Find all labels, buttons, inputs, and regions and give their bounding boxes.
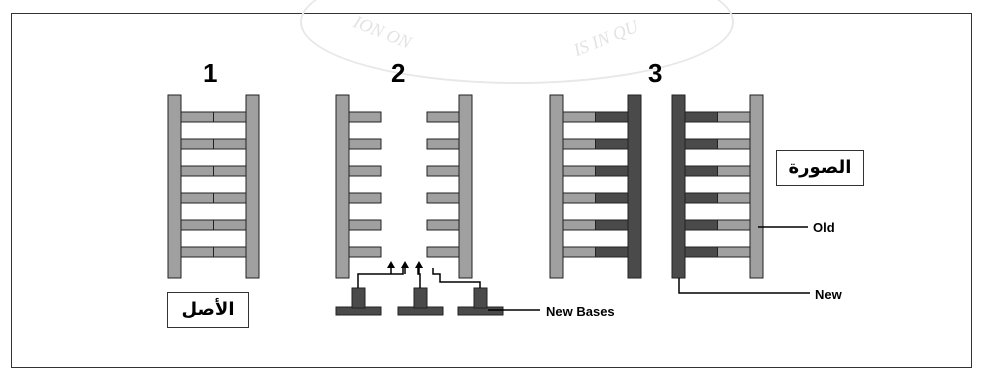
ladder-2-base-left-4 bbox=[348, 192, 382, 204]
ladder-3a-base-right-3 bbox=[595, 165, 629, 177]
ladder-3b-base-left-5 bbox=[684, 219, 718, 231]
ladder-3b-base-right-6 bbox=[717, 246, 751, 258]
ladder-1-base-right-1 bbox=[213, 111, 247, 123]
ladder-1-base-right-4 bbox=[213, 192, 247, 204]
ladder-2-base-right-6 bbox=[426, 246, 460, 258]
ladder-3b-base-right-2 bbox=[717, 138, 751, 150]
ladder-3b-base-right-3 bbox=[717, 165, 751, 177]
ladder-3b-base-right-1 bbox=[717, 111, 751, 123]
ladder-3b-base-left-1 bbox=[684, 111, 718, 123]
ladder-1-base-left-4 bbox=[180, 192, 214, 204]
arrow-head-1 bbox=[387, 261, 395, 268]
ladder-1-base-left-5 bbox=[180, 219, 214, 231]
ladder-1-base-left-2 bbox=[180, 138, 214, 150]
ladder-2-base-right-3 bbox=[426, 165, 460, 177]
label-new: New bbox=[815, 287, 842, 302]
ladder-2-base-left-5 bbox=[348, 219, 382, 231]
step-number-1: 1 bbox=[203, 58, 218, 88]
ladder-3a-base-left-6 bbox=[562, 246, 596, 258]
ladder-3b-base-left-4 bbox=[684, 192, 718, 204]
ladder-2-base-right-2 bbox=[426, 138, 460, 150]
ladder-3a-base-right-4 bbox=[595, 192, 629, 204]
step-number-2: 2 bbox=[391, 58, 406, 88]
ladder-3a-base-right-1 bbox=[595, 111, 629, 123]
ladder-3a-base-left-1 bbox=[562, 111, 596, 123]
ladder-3a-base-left-5 bbox=[562, 219, 596, 231]
ladder-3b-base-left-2 bbox=[684, 138, 718, 150]
ladder-1-base-right-2 bbox=[213, 138, 247, 150]
ladder-3b-right-strand bbox=[749, 94, 764, 279]
ladder-2-base-left-3 bbox=[348, 165, 382, 177]
pointer-new bbox=[678, 278, 810, 294]
new-base-stem-3 bbox=[473, 287, 488, 309]
ladder-2-base-left-2 bbox=[348, 138, 382, 150]
label-old: Old bbox=[813, 220, 835, 235]
ladder-3b-base-right-4 bbox=[717, 192, 751, 204]
ladder-2-base-right-4 bbox=[426, 192, 460, 204]
ladder-3a-base-right-2 bbox=[595, 138, 629, 150]
ladder-2-right-strand bbox=[458, 94, 473, 279]
step-number-3: 3 bbox=[648, 58, 663, 88]
label-original: الأصل bbox=[167, 292, 249, 328]
ladder-3b-left-strand bbox=[671, 94, 686, 279]
ladder-2-base-right-1 bbox=[426, 111, 460, 123]
ladder-1-base-right-3 bbox=[213, 165, 247, 177]
connector-line-3 bbox=[432, 268, 481, 288]
ladder-3a-base-right-6 bbox=[595, 246, 629, 258]
ladder-2-left-strand bbox=[335, 94, 350, 279]
arrow-head-2 bbox=[401, 261, 409, 268]
new-base-stem-2 bbox=[413, 287, 428, 309]
ladder-3b-base-right-5 bbox=[717, 219, 751, 231]
ladder-1-base-right-5 bbox=[213, 219, 247, 231]
label-copy: الصورة bbox=[776, 150, 864, 186]
ladder-3b-base-left-6 bbox=[684, 246, 718, 258]
ladder-3b-base-left-3 bbox=[684, 165, 718, 177]
ladder-2-base-right-5 bbox=[426, 219, 460, 231]
ladder-3a-base-left-4 bbox=[562, 192, 596, 204]
ladder-1-base-right-6 bbox=[213, 246, 247, 258]
ladder-2-base-left-6 bbox=[348, 246, 382, 258]
ladder-3a-base-left-2 bbox=[562, 138, 596, 150]
ladder-1-base-left-6 bbox=[180, 246, 214, 258]
ladder-3a-right-strand bbox=[627, 94, 642, 279]
ladder-3a-left-strand bbox=[549, 94, 564, 279]
new-base-stem-1 bbox=[351, 287, 366, 309]
arrow-head-3 bbox=[415, 261, 423, 268]
ladder-1-left-strand bbox=[167, 94, 182, 279]
ladder-1-base-left-3 bbox=[180, 165, 214, 177]
ladder-1-base-left-1 bbox=[180, 111, 214, 123]
label-new-bases: New Bases bbox=[546, 304, 615, 319]
connector-line-1 bbox=[357, 268, 404, 288]
ladder-1-right-strand bbox=[245, 94, 260, 279]
ladder-2-base-left-1 bbox=[348, 111, 382, 123]
ladder-3a-base-left-3 bbox=[562, 165, 596, 177]
ladder-3a-base-right-5 bbox=[595, 219, 629, 231]
